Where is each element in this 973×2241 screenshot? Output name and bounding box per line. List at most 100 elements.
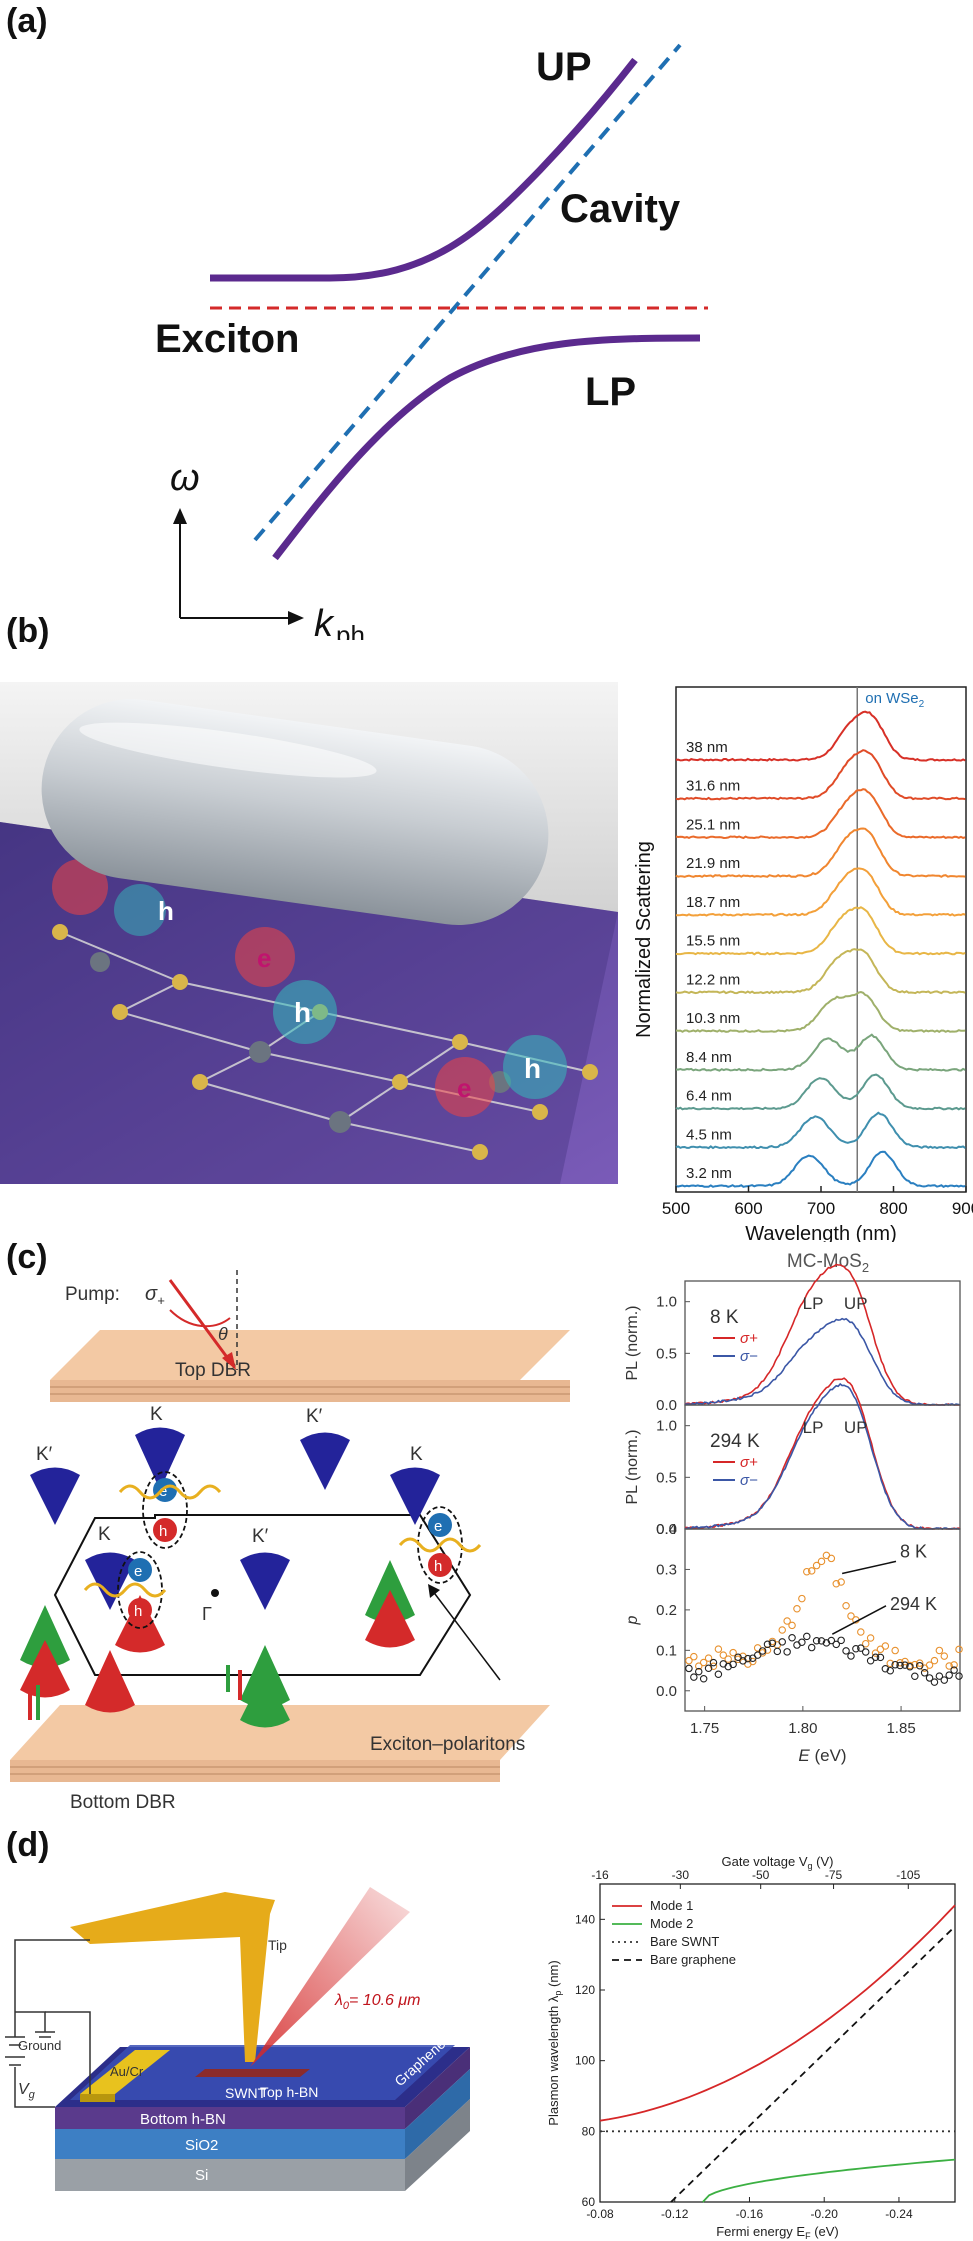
top-dbr-top-face — [50, 1330, 570, 1380]
up-peak-label: UP — [844, 1294, 868, 1313]
polarization-point — [803, 1632, 811, 1641]
electron-letter: e — [457, 1073, 471, 1103]
sigma-plus-label: σ+ — [145, 1283, 165, 1308]
y-tick-label: 140 — [575, 1912, 595, 1926]
pump-arrow — [168, 1279, 234, 1365]
series-line — [675, 948, 966, 995]
polarization-point — [690, 1673, 698, 1681]
temperature-label: 8 K — [710, 1307, 739, 1328]
panel-d-plasmon-chart: -0.08-0.12-0.16-0.20-0.24-16-30-50-75-10… — [546, 1854, 956, 2241]
series-line — [675, 788, 966, 840]
y-tick-label: 0.0 — [656, 1521, 677, 1538]
polariton-pointer — [431, 1589, 501, 1681]
gate-voltage-label: Vg — [18, 2081, 36, 2101]
sio2-layer — [55, 2129, 405, 2159]
polarization-point — [729, 1660, 737, 1669]
polarization-point — [861, 1639, 870, 1648]
polarization-point — [866, 1634, 875, 1642]
omega-label: ω — [170, 457, 200, 499]
x-tick-label: 1.75 — [690, 1720, 719, 1737]
x-axis-label: Wavelength (nm) — [745, 1223, 897, 1242]
polarization-point — [857, 1628, 865, 1636]
polarization-point — [852, 1645, 860, 1653]
svg-text:h: h — [134, 1603, 142, 1620]
polarization-point — [857, 1644, 865, 1652]
polarization-point — [881, 1665, 890, 1673]
y-tick-label: 0.3 — [656, 1561, 677, 1578]
wavelength-label: λ0= 10.6 μm — [334, 1992, 420, 2012]
legend-label: Bare graphene — [650, 1952, 736, 1967]
polarization-point — [709, 1658, 718, 1667]
polarization-point — [763, 1640, 772, 1649]
polarization-point — [906, 1663, 914, 1671]
exciton-pairs: e h e h e h — [83, 1471, 482, 1629]
polarization-point — [915, 1662, 924, 1670]
polarization-point — [930, 1678, 939, 1686]
y-tick-label: 1.0 — [656, 1418, 677, 1435]
panel-a-dispersion-diagram: UP Cavity Exciton LP ω k ph — [155, 43, 708, 640]
up-label: UP — [536, 45, 592, 89]
polarization-point — [758, 1647, 767, 1655]
series-line — [675, 906, 966, 956]
polarization-point — [901, 1661, 909, 1669]
x-tick-label: -0.08 — [586, 2207, 614, 2221]
svg-text:K: K — [98, 1524, 111, 1545]
polarization-point — [704, 1664, 713, 1673]
series-label: 294 K — [890, 1594, 937, 1614]
polarization-point — [842, 1647, 850, 1655]
pl-series-line — [684, 1382, 960, 1530]
exciton-polaritons-label: Exciton–polaritons — [370, 1734, 525, 1755]
polarization-point — [798, 1594, 806, 1603]
polarization-point — [739, 1657, 747, 1665]
omega-axis-arrow — [173, 508, 187, 524]
polarization-point — [807, 1643, 816, 1652]
polarization-point — [685, 1656, 693, 1665]
panel-c-microcavity-illustration: Top DBR Bottom DBR Pump: σ+ θ Γ K K′ K K… — [10, 1270, 570, 1813]
ground-label: Ground — [18, 2038, 61, 2053]
polarization-point — [832, 1640, 841, 1649]
hole-letter: h — [158, 896, 174, 926]
polarization-point — [911, 1672, 919, 1681]
x2-tick-label: -105 — [896, 1868, 920, 1882]
electron-cloud — [235, 927, 295, 987]
series-label: 25.1 nm — [686, 816, 740, 833]
plasmon-series-line — [599, 1904, 956, 2122]
si-label: Si — [195, 2167, 208, 2184]
polarization-point — [753, 1651, 762, 1659]
polarization-point — [709, 1662, 718, 1671]
pl-series-line — [684, 1263, 960, 1406]
polarization-point — [719, 1651, 728, 1659]
polarization-point — [925, 1674, 934, 1682]
bottom-dbr-top-face — [10, 1705, 550, 1760]
upper-polariton-branch — [210, 57, 638, 282]
y-axis-label: PL (norm.) — [624, 1430, 641, 1505]
y-tick-label: 0.4 — [656, 1521, 677, 1538]
svg-text:e: e — [434, 1518, 442, 1535]
polarization-point — [930, 1656, 939, 1665]
series-label: 4.5 nm — [686, 1126, 732, 1143]
y-tick-label: 1.0 — [656, 1294, 677, 1311]
panel-d-device-illustration: Bottom h-BN SiO2 Si Top h-BN Graphene Au… — [5, 1887, 470, 2191]
temperature-label: 294 K — [710, 1431, 760, 1452]
chart-frame — [599, 1883, 956, 2203]
hole-letter: h — [294, 997, 311, 1028]
polarization-point — [807, 1567, 816, 1575]
polarization-point — [773, 1647, 782, 1656]
swnt-nanotube — [195, 2069, 310, 2077]
electron-cloud — [52, 859, 108, 915]
electron-letter: e — [257, 943, 271, 973]
svg-text:K′: K′ — [306, 1406, 323, 1427]
spin-arrows — [28, 1665, 242, 1720]
cavity-label: Cavity — [560, 187, 681, 231]
on-wse2-annotation: on WSe2 — [865, 690, 924, 710]
k-subscript: ph — [336, 620, 365, 640]
tip-label: Tip — [268, 1937, 287, 1953]
polarization-point — [734, 1653, 742, 1662]
panel-b-label: (b) — [6, 612, 50, 650]
svg-text:K: K — [150, 1404, 163, 1425]
y-tick-label: 0.2 — [656, 1602, 677, 1619]
panel-c-label: (c) — [6, 1238, 48, 1276]
y-tick-label: 60 — [582, 2195, 596, 2209]
polarization-point — [837, 1578, 845, 1586]
k-axis-arrow — [288, 611, 304, 625]
